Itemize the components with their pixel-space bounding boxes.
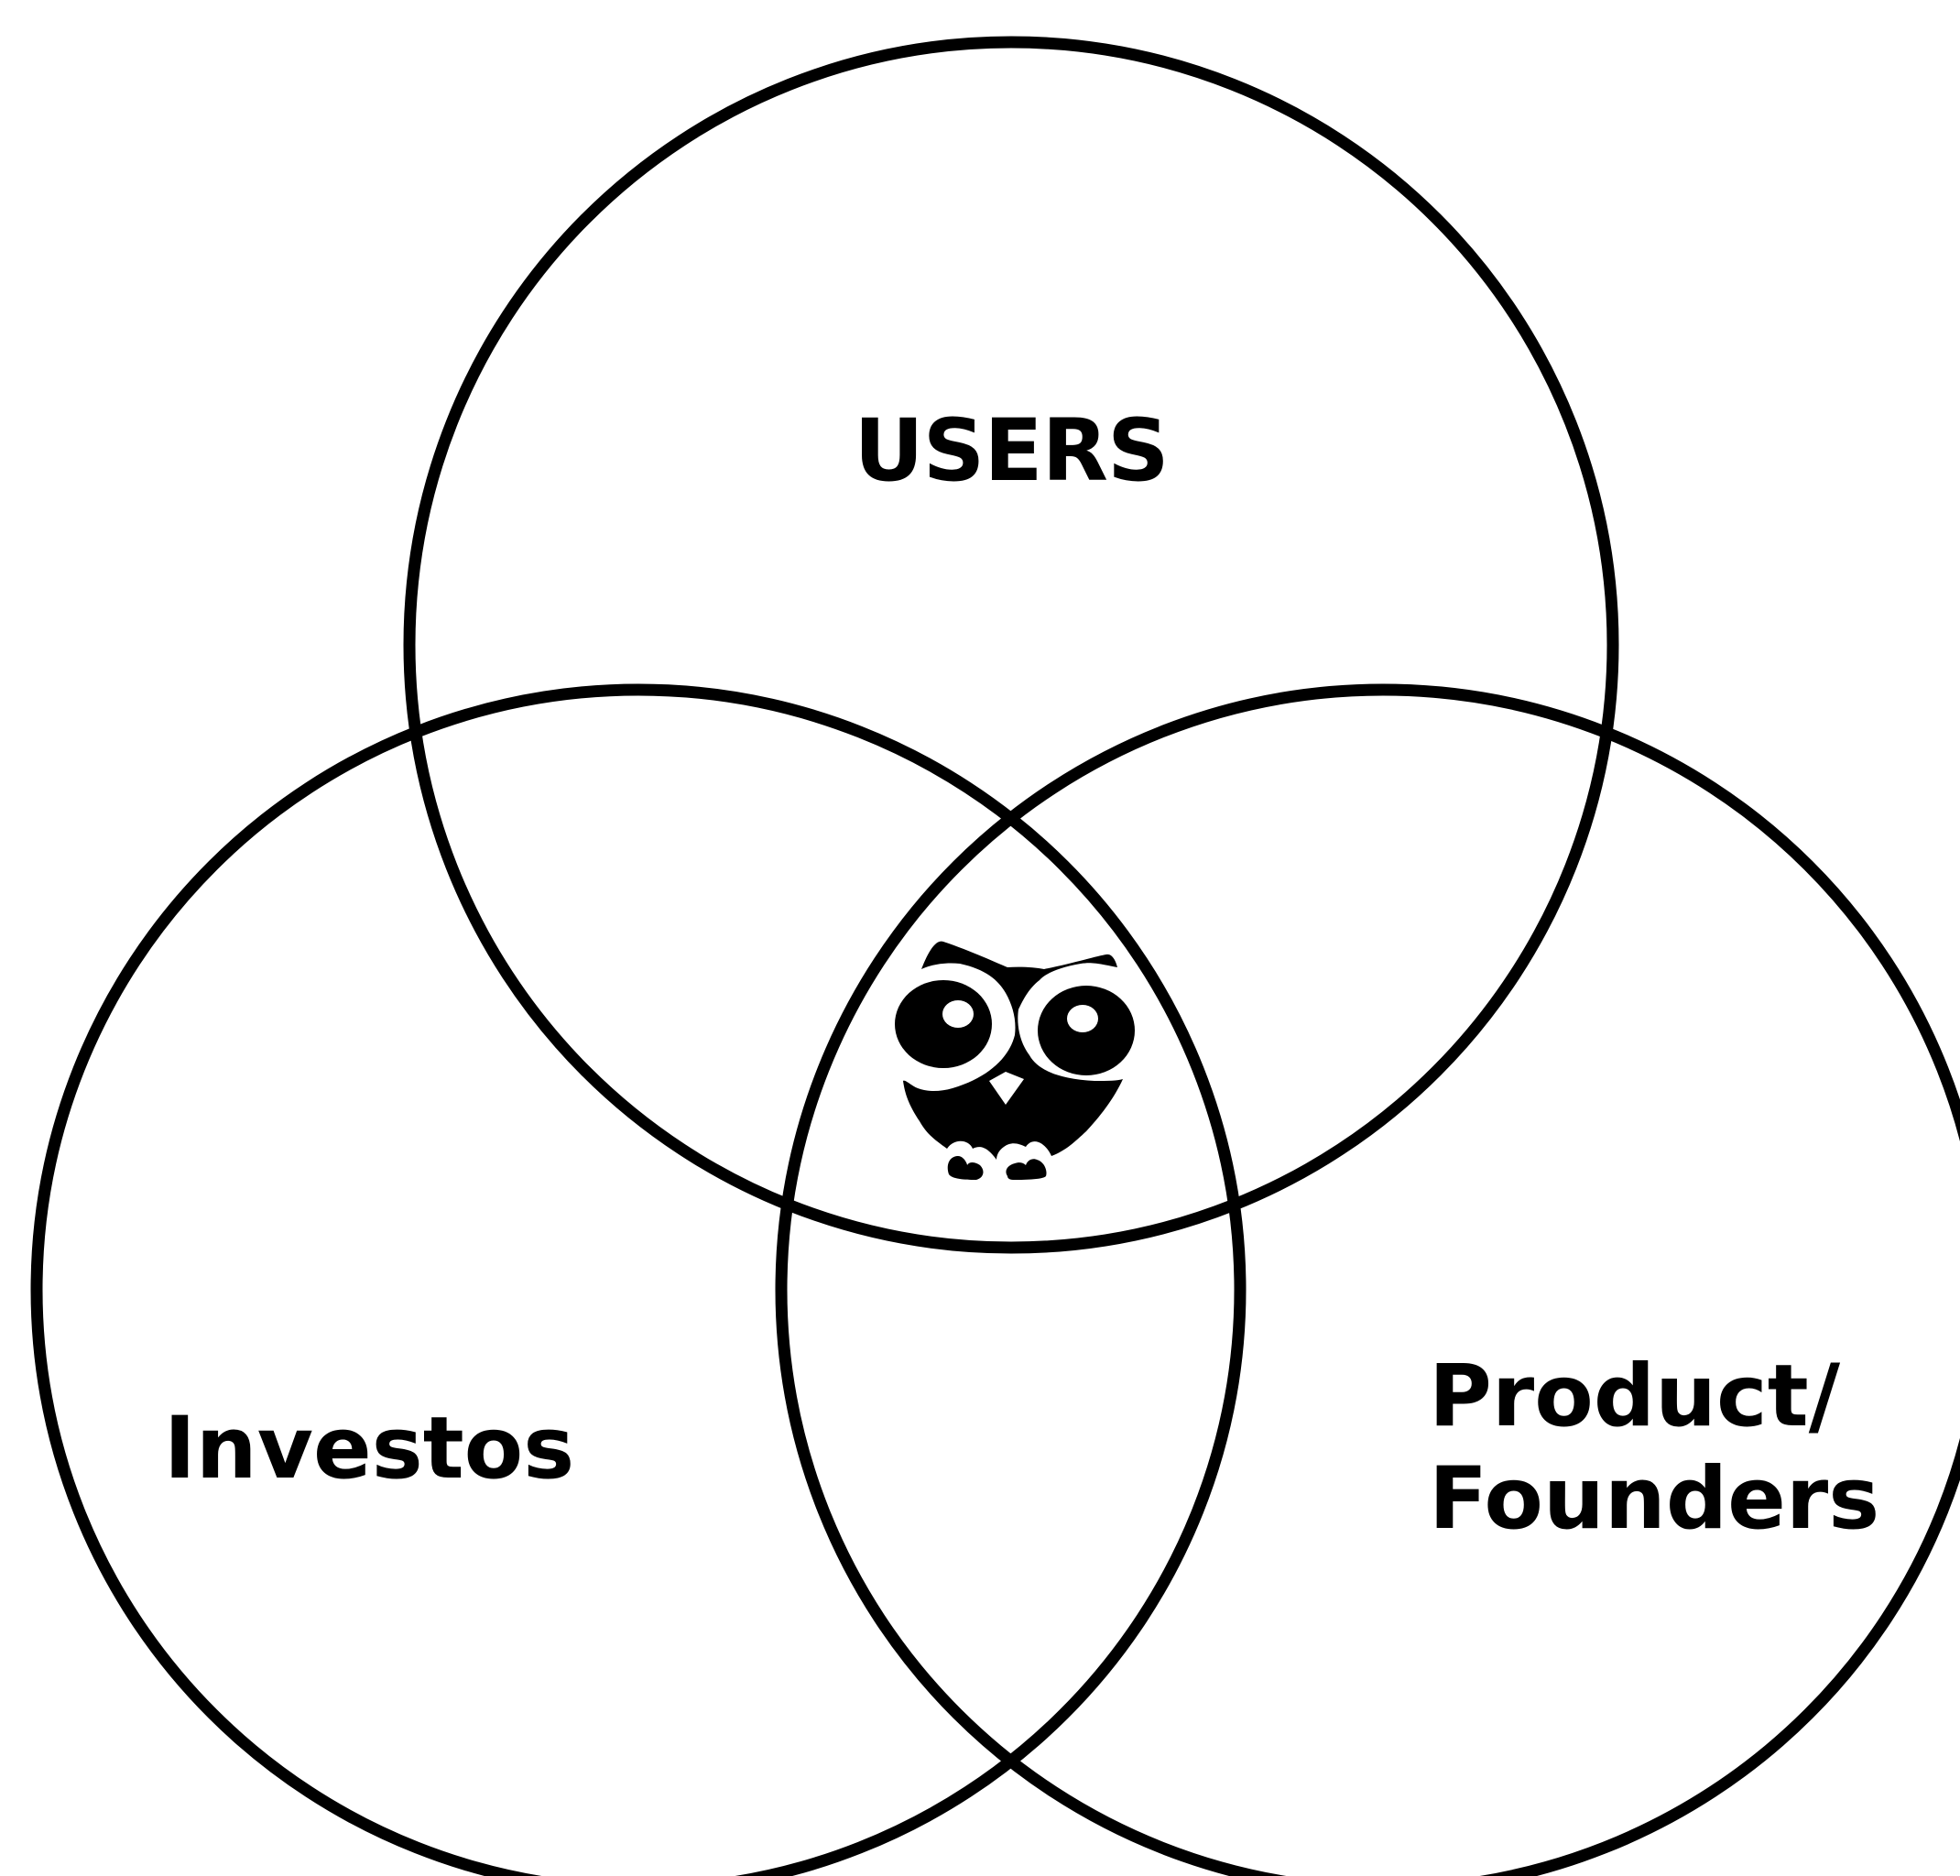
product-founders-circle (775, 683, 1960, 1876)
investors-label: Investos (164, 1399, 574, 1499)
users-label: USERS (854, 401, 1168, 501)
users-circle (403, 36, 1619, 1254)
owl-icon (895, 941, 1135, 1180)
founders-label: Founders (1429, 1449, 1879, 1549)
investors-circle (30, 683, 1247, 1876)
product-label: Product/ (1429, 1347, 1841, 1446)
